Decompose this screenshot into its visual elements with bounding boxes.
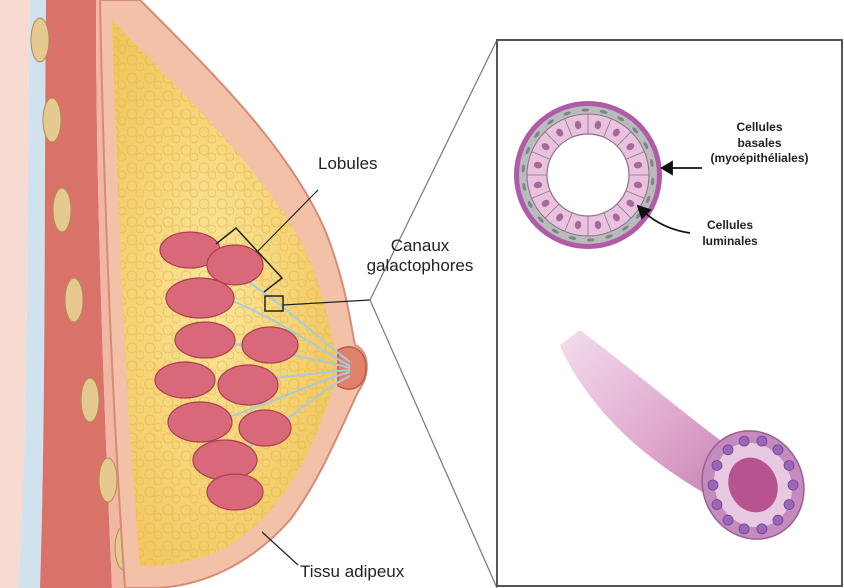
tube-cell (757, 436, 767, 446)
tube-cell (708, 480, 718, 490)
luminal-cells-label: Cellules luminales (690, 218, 770, 249)
luminal-label-line-2: luminales (690, 234, 770, 250)
tube-cell (712, 500, 722, 510)
ducts-label-line-1: Canaux (355, 236, 485, 256)
ducts-label-line-2: galactophores (355, 256, 485, 276)
basal-label-line-1: Cellules (702, 120, 817, 136)
tube-cell (723, 445, 733, 455)
tube-cell (773, 515, 783, 525)
tube-cell (739, 436, 749, 446)
tube-cell (723, 515, 733, 525)
basal-label-line-3: (myoépithéliales) (702, 151, 817, 167)
tube-cell (788, 480, 798, 490)
duct-cross-section (514, 101, 662, 249)
basal-label-line-2: basales (702, 136, 817, 152)
adipose-label: Tissu adipeux (300, 562, 404, 582)
lobules-label: Lobules (318, 154, 378, 174)
luminal-label-line-1: Cellules (690, 218, 770, 234)
ducts-label: Canaux galactophores (355, 236, 485, 276)
basal-cells-label: Cellules basales (myoépithéliales) (702, 120, 817, 167)
tube-cell (784, 460, 794, 470)
tube-cell (712, 460, 722, 470)
zoom-line-bottom (370, 300, 497, 588)
tube-cell (757, 524, 767, 534)
nipple (338, 347, 366, 389)
adipose-pointer (262, 532, 298, 565)
tube-cell (784, 500, 794, 510)
tube-cell (773, 445, 783, 455)
tube-cell (739, 524, 749, 534)
